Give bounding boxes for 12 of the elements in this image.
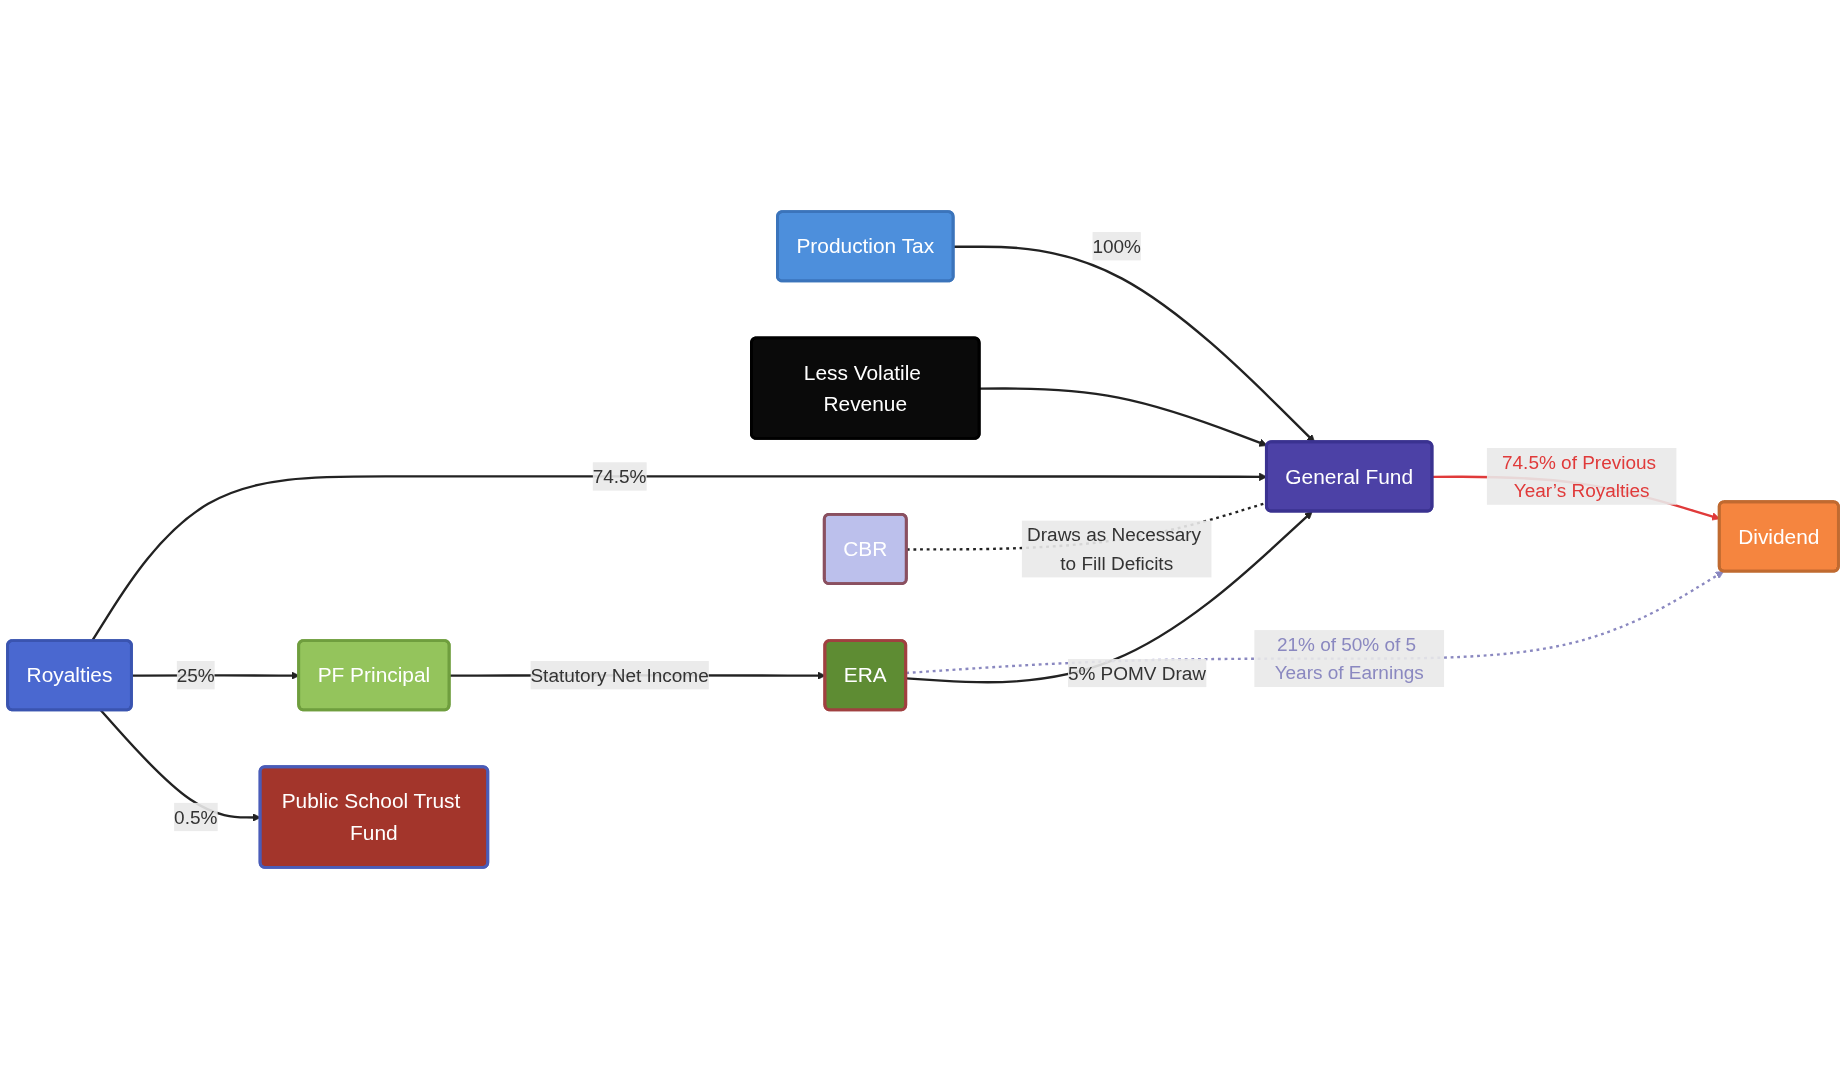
edge-label: 74.5% of Previous Year’s Royalties [1502,451,1657,502]
edge-label: Draws as Necessary to Fill Deficits [1027,524,1202,574]
edge-label: 5% POMV Draw [1067,662,1207,684]
arrow [906,511,1313,684]
edge-label: 0.5% [174,806,218,828]
edge-label: 25% [176,664,215,686]
arrow [99,709,261,822]
edge-label: 100% [1092,235,1141,257]
edge-label: 74.5% [592,465,647,487]
edge-label: Statutory Net Income [530,664,709,686]
arrow [979,387,1268,447]
edge-label: 21% of 50% of 5 Years of Earnings [1274,633,1424,684]
